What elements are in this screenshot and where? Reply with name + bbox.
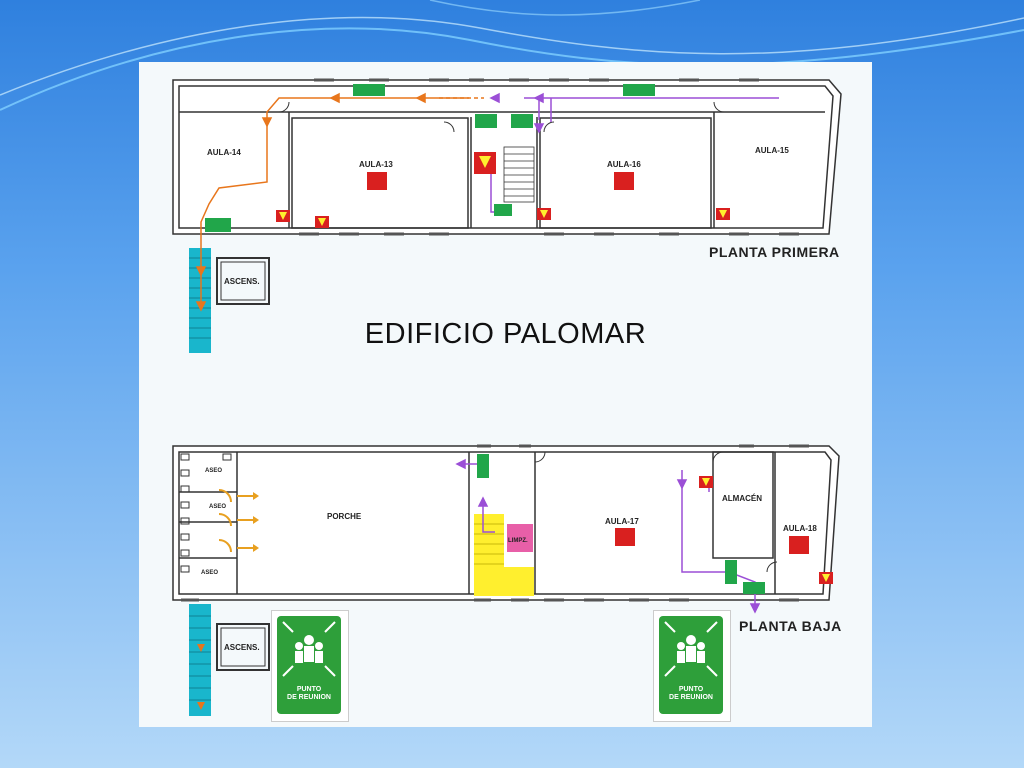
assembly-point-icon: [664, 621, 718, 677]
sign-line1: PUNTO: [678, 686, 704, 693]
decor-swoosh: [0, 16, 1024, 96]
upper-orange-route: [195, 92, 484, 312]
lower-floor-plan: [172, 444, 840, 671]
upper-exit-signs: [205, 84, 655, 232]
room-label-almacen: ALMACÉN: [722, 494, 762, 503]
lower-exit-signs: [477, 454, 765, 594]
lower-floor-label: PLANTA BAJA: [739, 618, 842, 634]
decor-swoosh: [0, 27, 1024, 111]
sign-line1: PUNTO: [296, 686, 322, 693]
limpz-room: [507, 524, 533, 552]
room-label-aula-17: AULA-17: [605, 517, 639, 526]
room-label-aula-15: AULA-15: [755, 146, 789, 155]
assembly-point-icon: [282, 621, 336, 677]
upper-purple-route: [489, 92, 779, 213]
floor-plan-panel: AULA-14 AULA-13 AULA-16 AULA-15 ASCENS. …: [139, 62, 872, 727]
room-label-ascensor-lower: ASCENS.: [224, 643, 260, 652]
room-label-aseo-3: ASEO: [201, 570, 219, 576]
upper-fire-markers: [276, 152, 730, 228]
lower-fire-markers: [615, 476, 833, 584]
room-label-aula-16: AULA-16: [607, 160, 641, 169]
room-label-aseo-1: ASEO: [205, 468, 223, 474]
upper-floor-label: PLANTA PRIMERA: [709, 244, 840, 260]
lower-orange-arrows: [197, 489, 259, 710]
room-label-aseo-2: ASEO: [209, 504, 227, 510]
room-label-porche: PORCHE: [327, 512, 362, 521]
floor-plan-drawing: [172, 78, 842, 716]
lower-exterior-stair: [189, 604, 211, 716]
room-label-aula-13: AULA-13: [359, 160, 393, 169]
upper-floor-plan: [172, 78, 842, 305]
building-title: EDIFICIO PALOMAR: [364, 318, 647, 350]
sign-line2: DE REUNION: [287, 694, 331, 701]
room-label-limpz: LIMPZ.: [508, 538, 528, 544]
upper-exterior-stair: [189, 248, 211, 353]
room-label-aula-18: AULA-18: [783, 524, 817, 533]
room-label-aula-14: AULA-14: [207, 148, 241, 157]
room-label-ascensor-upper: ASCENS.: [224, 277, 260, 286]
sign-line2: DE REUNION: [669, 694, 713, 701]
lower-interior-stair: [474, 514, 534, 596]
